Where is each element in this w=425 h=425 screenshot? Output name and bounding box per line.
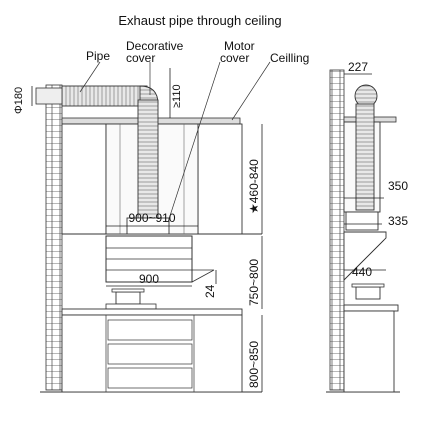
dim-hood-width-range: 900~910 [128, 211, 175, 225]
leader-pipe [79, 61, 101, 93]
diagram-title: Exhaust pipe through ceiling [118, 13, 281, 28]
label-motor-2: cover [220, 51, 249, 65]
hood-slant [191, 269, 215, 283]
label-pipe: Pipe [86, 49, 110, 63]
leader-ceiling [231, 61, 271, 121]
dim-gap-top: ≥110 [171, 84, 183, 108]
dim-counter-height: 800~850 [247, 341, 261, 388]
front-stove [105, 303, 157, 310]
side-motor [345, 211, 379, 231]
front-brick-wall [45, 84, 63, 391]
side-counter-base [343, 310, 395, 393]
counter-top [61, 308, 243, 316]
upper-cabinet-right [197, 123, 243, 235]
flex-pipe-horizontal [61, 85, 148, 107]
drawer-2 [107, 343, 193, 365]
dim-side-depth-350: 350 [388, 179, 408, 193]
drawer-3 [107, 367, 193, 389]
side-pot-lid [351, 283, 385, 288]
side-hood-wedge [343, 231, 387, 282]
dim-pipe-diameter: Φ180 [13, 87, 25, 114]
dim-side-depth-440: 440 [352, 265, 372, 279]
label-decorative-1: Decorative [126, 39, 184, 53]
dim-side-depth-335: 335 [388, 214, 408, 228]
front-pot-lid [111, 288, 145, 293]
dim-hood-width: 900 [139, 272, 159, 286]
dim-side-top-offset: 227 [348, 60, 368, 74]
front-pot [115, 291, 141, 305]
label-ceiling: Ceilling [270, 51, 309, 65]
leader-motor [167, 61, 221, 223]
label-motor-1: Motor [224, 39, 255, 53]
upper-cabinet-left [61, 123, 107, 235]
side-counter-top [343, 304, 399, 312]
side-brick-wall [329, 69, 345, 391]
side-vertical-pipe [355, 103, 375, 211]
flex-pipe-vertical [137, 99, 159, 219]
wall-pipe-stub [35, 87, 63, 105]
label-decorative-2: cover [126, 51, 155, 65]
dim-hood-to-counter: 750~800 [247, 259, 261, 306]
side-pot [355, 286, 381, 300]
dim-hood-thickness: 24 [203, 284, 217, 298]
dim-cover-height: ★460-840 [247, 159, 261, 214]
drawer-1 [107, 319, 193, 341]
